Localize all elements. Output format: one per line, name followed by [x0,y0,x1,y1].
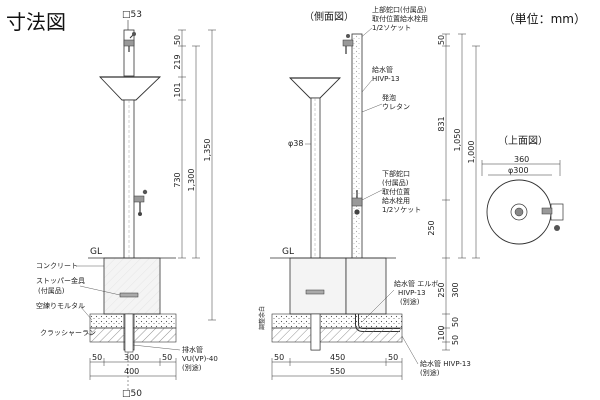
front-dim-5: 1,350 [203,139,212,162]
faucet-icon [123,32,136,52]
front-bdim-3: 400 [124,367,139,376]
side-dim-0: 50 [437,35,446,45]
front-dims-right [178,29,216,321]
side-bottom-pipe-1: (別途) [420,368,440,377]
side-lower-3: 給水栓用 [382,196,410,205]
front-dims-bottom [89,358,177,380]
label-stopper: ストッパー金具 [36,276,85,285]
side-foam-0: 発泡 [382,93,396,102]
drain-icon [514,207,524,217]
side-phi: φ38 [288,139,303,148]
front-gl: GL [90,247,102,257]
side-bottom-pipe-0: 給水管 HIVP-13 [420,359,471,368]
label-crusher: クラッシャーラン [40,329,96,337]
top-inner-dim: φ300 [508,166,529,175]
side-lower-4: 1/2ソケット [382,206,421,214]
side-dim2-1: 1,000 [467,141,476,164]
side-top-note-2: 1/2ソケット [372,24,411,32]
side-view: （側面図） 上部蛇口(付属品) 取付位置給水栓用 1/2ソケット [258,5,480,380]
label-drain-note: (別途) [182,363,202,372]
label-mortar: 空練りモルタル [36,301,85,310]
lower-faucet-icon [133,189,148,216]
side-foam-1: ウレタン [382,102,410,111]
side-dim-7: 50 [451,335,460,345]
front-dim-4: 1,300 [187,169,196,192]
side-dim-3: 250 [437,282,446,297]
front-dim-0: 50 [173,35,182,45]
side-bdim-0: 50 [274,353,284,362]
side-lower-2: 取付位置 [382,187,410,196]
front-dim-3: 730 [173,172,182,187]
side-heading: （側面図） [304,10,354,23]
label-concrete: コンクリート [36,262,78,270]
side-supply-0: 給水管 [372,65,393,74]
front-labels: コンクリート ストッパー金具 (付属品) 空練りモルタル クラッシャーラン 排水… [36,262,218,372]
side-top-note-1: 取付位置給水栓用 [372,14,428,23]
side-rotated-note: 調整余白 [258,306,266,330]
side-top-note-0: 上部蛇口(付属品) [372,5,427,14]
side-gl: GL [282,247,294,257]
side-dim-5: 50 [451,317,460,327]
side-lower-1: (付属品) [382,178,409,187]
front-dim-2: 101 [173,82,182,97]
side-lower-faucet-icon [351,190,363,215]
side-bdim-1: 450 [330,353,345,362]
stopper [119,292,139,298]
side-elbow-0: 給水管 エルボ [394,279,438,288]
side-dims-bottom [271,358,403,380]
side-dim-2: 250 [427,220,436,235]
front-top-tag: □53 [122,10,142,20]
side-dim2-0: 1,050 [453,129,462,152]
top-faucet-icon [541,203,564,231]
side-dims-right [442,33,480,351]
label-drain-spec: VU(VP)-40 [182,355,218,363]
basin [98,76,162,101]
side-basin [288,77,342,99]
front-bottom-tag: □50 [122,389,142,399]
side-lower-0: 下部蛇口 [382,169,410,178]
top-view: （上面図） 360 φ300 [481,135,564,245]
label-drain: 排水管 [182,345,203,354]
top-heading: （上面図） [498,135,548,147]
side-dim-1: 831 [437,116,446,131]
front-view: □53 GL [36,10,218,399]
side-bdim-2: 50 [388,353,398,362]
side-faucet-icon [342,34,354,54]
label-stopper-note: (付属品) [38,286,65,295]
page-title: 寸法図 [6,10,66,34]
side-dim-4: 300 [451,282,460,297]
top-outer-dim: 360 [514,155,529,164]
front-bdim-1: 300 [124,353,139,362]
side-bdim-3: 550 [330,367,345,376]
side-dim-6: 100 [437,325,446,340]
front-bdim-2: 50 [162,353,172,362]
unit-label: （単位：mm） [502,12,586,26]
side-concrete [289,257,347,315]
front-dim-1: 219 [173,54,182,69]
side-elbow-2: (別途) [400,297,420,306]
side-supply-1: HIVP-13 [372,75,400,83]
front-bdim-0: 50 [92,353,102,362]
side-elbow-1: HIVP-13 [398,289,426,297]
